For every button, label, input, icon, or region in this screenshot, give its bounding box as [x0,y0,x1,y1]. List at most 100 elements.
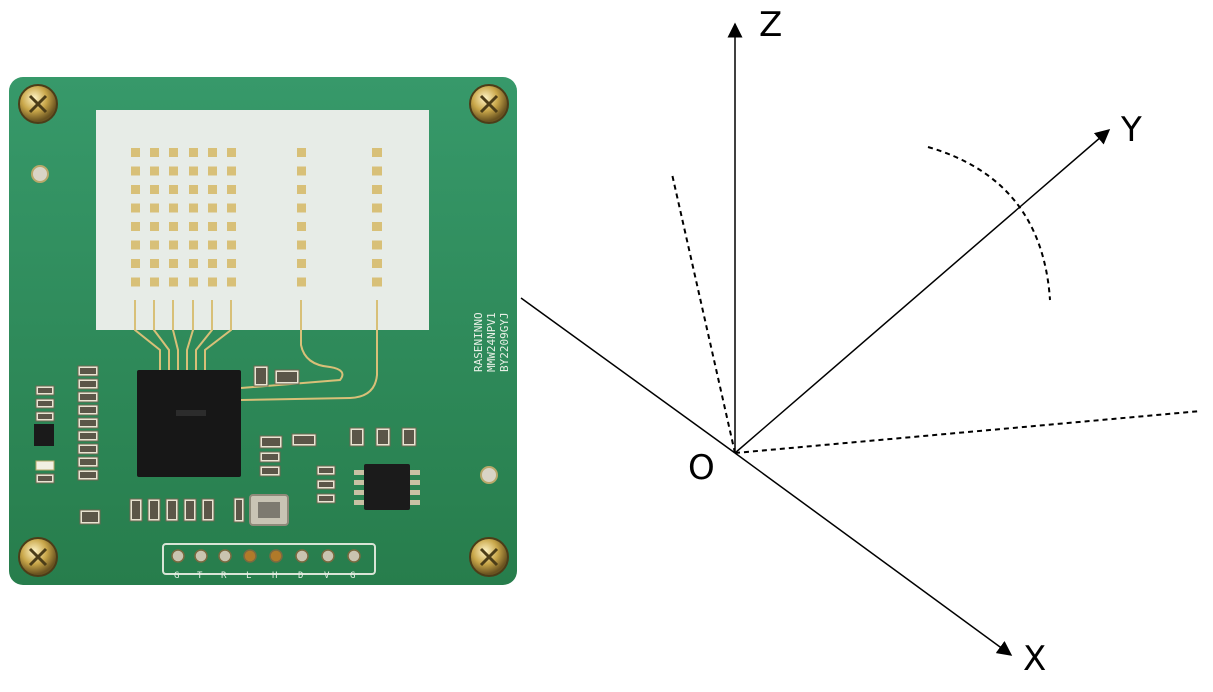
antenna-patch [150,185,159,194]
silkscreen-line-1: RASENINNO [472,312,485,372]
antenna-patch [131,240,140,250]
antenna-patch [169,222,178,231]
smd-component-body [319,482,333,487]
secondary-ic [364,464,410,510]
feed-line [153,300,170,372]
smd-component-body [262,468,278,474]
antenna-patch [372,222,382,231]
smd-component-body [352,430,362,444]
header-pin-label: R [221,571,227,581]
screw-top-left [18,84,58,124]
x-axis [734,452,1013,656]
antenna-patch [131,166,140,176]
feed-line [195,300,213,372]
antenna-patch [131,185,140,194]
feed-line [240,300,344,389]
antenna-patch [227,148,236,157]
antenna-patch [189,222,198,231]
header-pin-label: H [272,571,277,581]
antenna-patch [297,185,306,194]
antenna-patch [189,203,198,213]
antenna-patch [208,203,217,213]
antenna-patch [227,240,236,250]
smd-component-body [150,501,158,519]
y-axis [734,129,1111,454]
antenna-patch [208,240,217,250]
antenna-patch [372,259,382,268]
passive-components [35,365,417,525]
antenna-patch [150,277,159,287]
antenna-patch [131,203,140,213]
silkscreen-line-3: BY2209GYJ [498,312,511,372]
smd-component-body [256,368,266,384]
header-pin [269,549,283,563]
smd-component-body [82,512,98,522]
antenna-patch [169,240,178,250]
antenna-patch [169,166,178,176]
antenna-patch [189,185,198,194]
antenna-patch [297,259,306,268]
antenna-patch [227,185,236,194]
antenna-patch [131,277,140,287]
antenna-patch [150,166,159,176]
silkscreen-line-2: MMW24NPV1 [485,312,498,372]
feed-line [186,300,194,372]
antenna-patch [208,222,217,231]
header-pin-label: L [246,571,251,581]
led-indicator [35,460,55,471]
antenna-patch [372,166,382,176]
antenna-patch [150,259,159,268]
header-pin-label: D [298,571,303,581]
smd-component-body [277,372,297,382]
smd-component-body [319,468,333,473]
antenna-patch [297,240,306,250]
header-pin-label: G [350,571,355,581]
antenna-feed-lines [134,300,378,401]
antenna-patch [227,166,236,176]
antenna-patch [150,148,159,157]
smd-component-body [80,381,96,387]
antenna-patch [169,203,178,213]
x-axis-label: X [1023,639,1046,679]
mount-hole-left [31,165,49,183]
antenna-patch [150,222,159,231]
antenna-patch [372,203,382,213]
chip-marking [176,410,206,416]
header-pin [194,549,208,563]
antenna-patch [297,277,306,287]
smd-component-body [319,496,333,501]
antenna-patch-array [131,148,382,287]
silkscreen-block: RASENINNO MMW24NPV1 BY2209GYJ [472,312,511,372]
smd-component-body [80,459,96,465]
antenna-patch [227,277,236,287]
antenna-patch [131,222,140,231]
antenna-patch [131,259,140,268]
antenna-patch [227,222,236,231]
smd-component-body [404,430,414,444]
dashed-elevation-line [671,173,736,454]
smd-component-body [80,394,96,400]
antenna-patch [169,259,178,268]
antenna-patch [169,185,178,194]
dashed-angle-arc [927,146,1051,301]
header-pin [171,549,185,563]
smd-component-body [262,438,280,446]
origin-label: O [688,448,715,488]
mount-hole-right [480,466,498,484]
antenna-patch [169,148,178,157]
smd-component-body [186,501,194,519]
antenna-patch [208,185,217,194]
smd-component-body [236,500,242,520]
crystal-top [258,502,280,518]
screw-bottom-left [18,537,58,577]
antenna-patch [372,185,382,194]
header-pin-label: G [174,571,179,581]
dashed-azimuth-line [734,410,1202,454]
smd-component-body [80,472,96,478]
antenna-patch [208,277,217,287]
antenna-patch [297,222,306,231]
antenna-patch [297,148,306,157]
antenna-patch [372,240,382,250]
header-pin-label: V [324,571,330,581]
